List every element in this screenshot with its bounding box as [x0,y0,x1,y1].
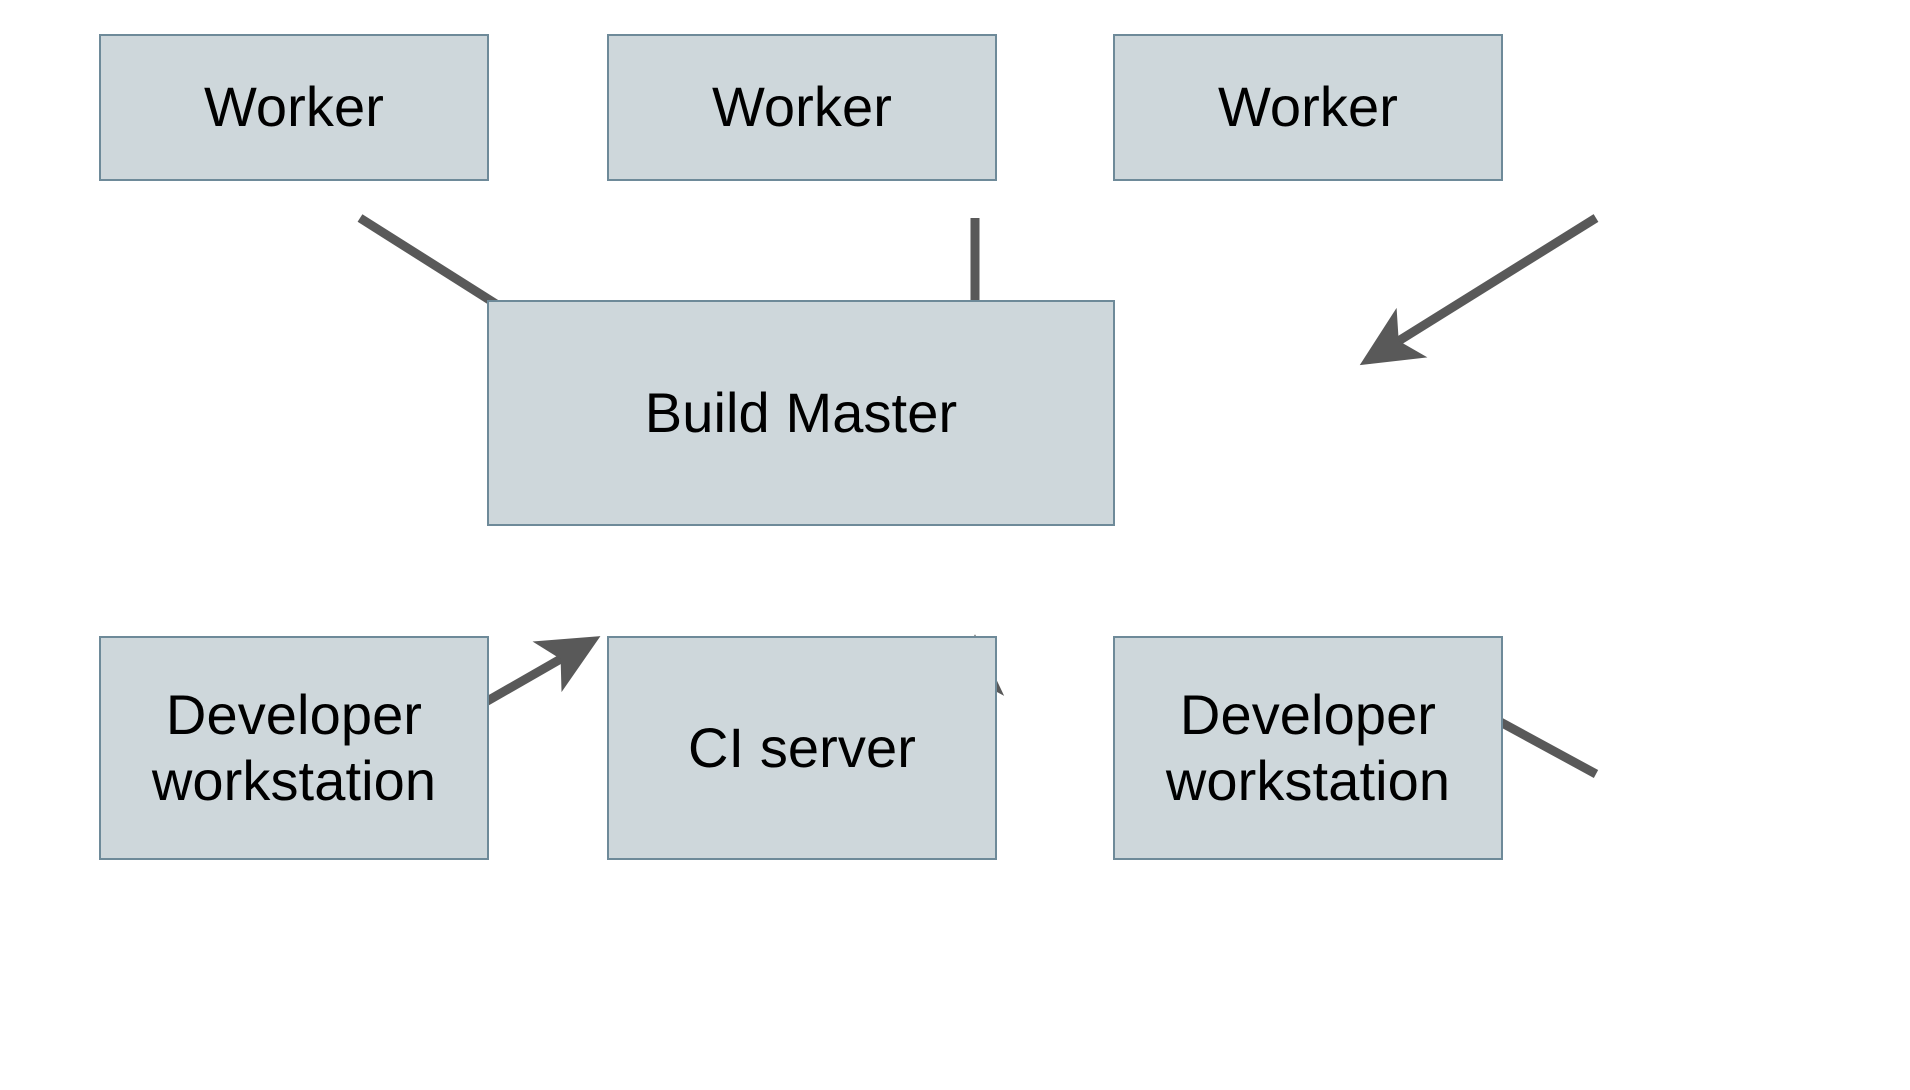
edge-worker3-to-buildmaster [1359,214,1599,366]
node-developer-workstation-right[interactable]: Developer workstation [1113,636,1503,860]
node-developer-workstation-left-label: Developer workstation [151,682,437,812]
node-ci-server-label: CI server [687,715,917,779]
node-developer-workstation-right-label: Developer workstation [1165,682,1451,812]
node-worker-1-label: Worker [203,75,385,139]
node-build-master-label: Build Master [644,380,958,444]
node-worker-3[interactable]: Worker [1113,34,1503,181]
node-worker-2-label: Worker [711,75,893,139]
node-worker-1[interactable]: Worker [99,34,489,181]
node-build-master[interactable]: Build Master [487,300,1115,526]
node-worker-2[interactable]: Worker [607,34,997,181]
node-worker-3-label: Worker [1217,75,1399,139]
node-developer-workstation-left[interactable]: Developer workstation [99,636,489,860]
node-ci-server[interactable]: CI server [607,636,997,860]
